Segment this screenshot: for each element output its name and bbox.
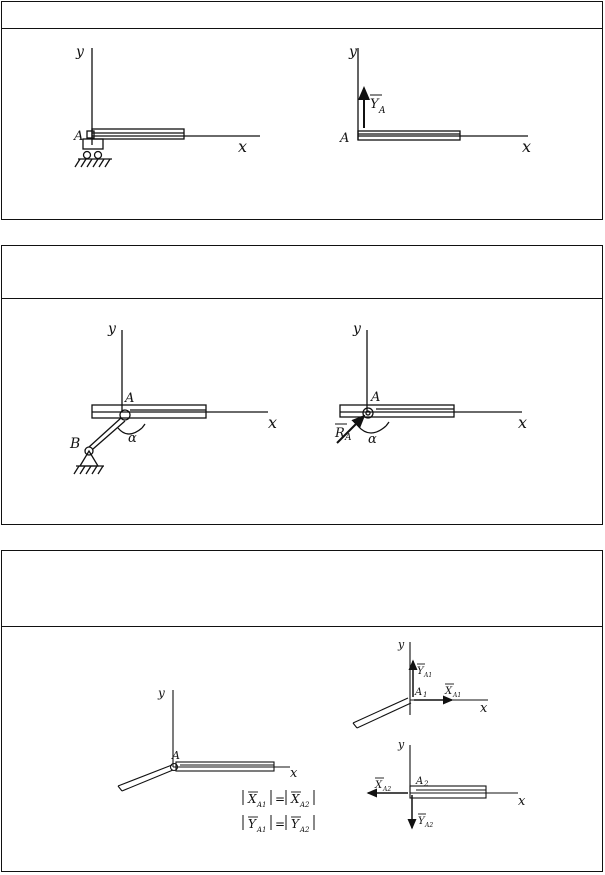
angle-label: α [128, 431, 137, 446]
beam [357, 130, 461, 141]
hinge-joint [362, 407, 374, 419]
fixed-support [78, 449, 100, 467]
point-a-label: A [124, 391, 134, 406]
y-axis-label: y [107, 321, 117, 337]
support-rod [88, 417, 122, 448]
beam [91, 128, 185, 140]
eq-lhs-sub: A1 [256, 826, 267, 834]
inclined-beam [117, 764, 173, 787]
eq-rhs: X [290, 792, 300, 806]
angle-label: α [368, 432, 377, 447]
eq-rhs: Y [291, 817, 300, 831]
fig1-right [357, 48, 528, 141]
force-x-label: X [374, 780, 383, 791]
roller-wheel [82, 150, 92, 160]
y-axis-label: y [397, 638, 405, 651]
fig3-bottom [366, 745, 518, 830]
equation-y: Y A1 = Y A2 [242, 815, 315, 834]
force-subscript: A [378, 106, 386, 116]
x-axis-label: x [480, 701, 488, 716]
force-subscript: A [344, 433, 352, 443]
panel-header [2, 246, 602, 299]
x-axis-label: x [522, 137, 531, 156]
point-label: A [370, 390, 380, 405]
force-label: R [334, 426, 345, 441]
x-axis-label: x [518, 413, 527, 432]
point-subscript: 1 [423, 691, 427, 699]
eq-lhs-sub: A1 [256, 801, 267, 809]
force-y-subscript: A2 [424, 822, 433, 829]
inclined-beam [352, 697, 409, 724]
point-subscript: 2 [423, 780, 429, 788]
point-label: A [415, 776, 423, 787]
point-label: A [414, 687, 422, 698]
beam [175, 761, 275, 772]
panel-header [2, 551, 602, 627]
eq-rhs-sub: A2 [299, 801, 310, 809]
point-b-label: B [69, 436, 80, 452]
x-axis-label: x [238, 137, 247, 156]
beam [91, 404, 207, 419]
angle-arc [117, 427, 143, 435]
y-axis-label: y [352, 321, 362, 337]
roller-support [82, 138, 104, 150]
hinge-b [84, 446, 94, 456]
svg-text:=: = [275, 817, 285, 831]
equation-x: X A1 = X A2 [242, 790, 315, 809]
y-axis-label: y [75, 44, 85, 60]
hinge-joint [119, 409, 131, 421]
fig2-right [336, 330, 522, 444]
angle-arc [357, 425, 387, 434]
point-label: A [73, 129, 83, 144]
force-y-label: Y [417, 666, 425, 677]
fig3-main [117, 690, 290, 792]
beam [339, 404, 455, 418]
fig1-left [74, 48, 260, 168]
y-axis-label: y [348, 44, 358, 60]
panel-header [2, 2, 602, 29]
panel-fixed-hinge [1, 1, 603, 220]
force-label: Y [370, 97, 380, 112]
force-y-subscript: A1 [423, 672, 432, 679]
hinge-joint [86, 130, 95, 139]
panel-rod-support [1, 245, 603, 525]
point-label: A [339, 131, 349, 146]
force-y-label: Y [418, 816, 426, 827]
fig3-top [352, 642, 488, 729]
y-axis-label: y [157, 686, 165, 700]
x-axis-label: x [518, 794, 526, 809]
eq-lhs: X [247, 792, 257, 806]
svg-text:=: = [275, 792, 285, 806]
x-axis-label: x [290, 766, 298, 781]
hinge-joint [169, 762, 179, 772]
eq-lhs: Y [248, 817, 257, 831]
force-x-label: X [444, 686, 453, 697]
reaction-force-arrow [336, 414, 366, 444]
equations: X A1 = X A2 Y A1 = Y A2 [242, 790, 315, 834]
fig2-left [73, 330, 268, 475]
beam [409, 785, 487, 799]
panel-two-bodies-hinge [1, 550, 603, 872]
y-axis-label: y [397, 738, 405, 751]
force-x-subscript: A1 [452, 692, 461, 699]
force-x-subscript: A2 [382, 786, 391, 793]
x-axis-label: x [268, 413, 277, 432]
point-label: A [171, 749, 180, 762]
eq-rhs-sub: A2 [299, 826, 310, 834]
